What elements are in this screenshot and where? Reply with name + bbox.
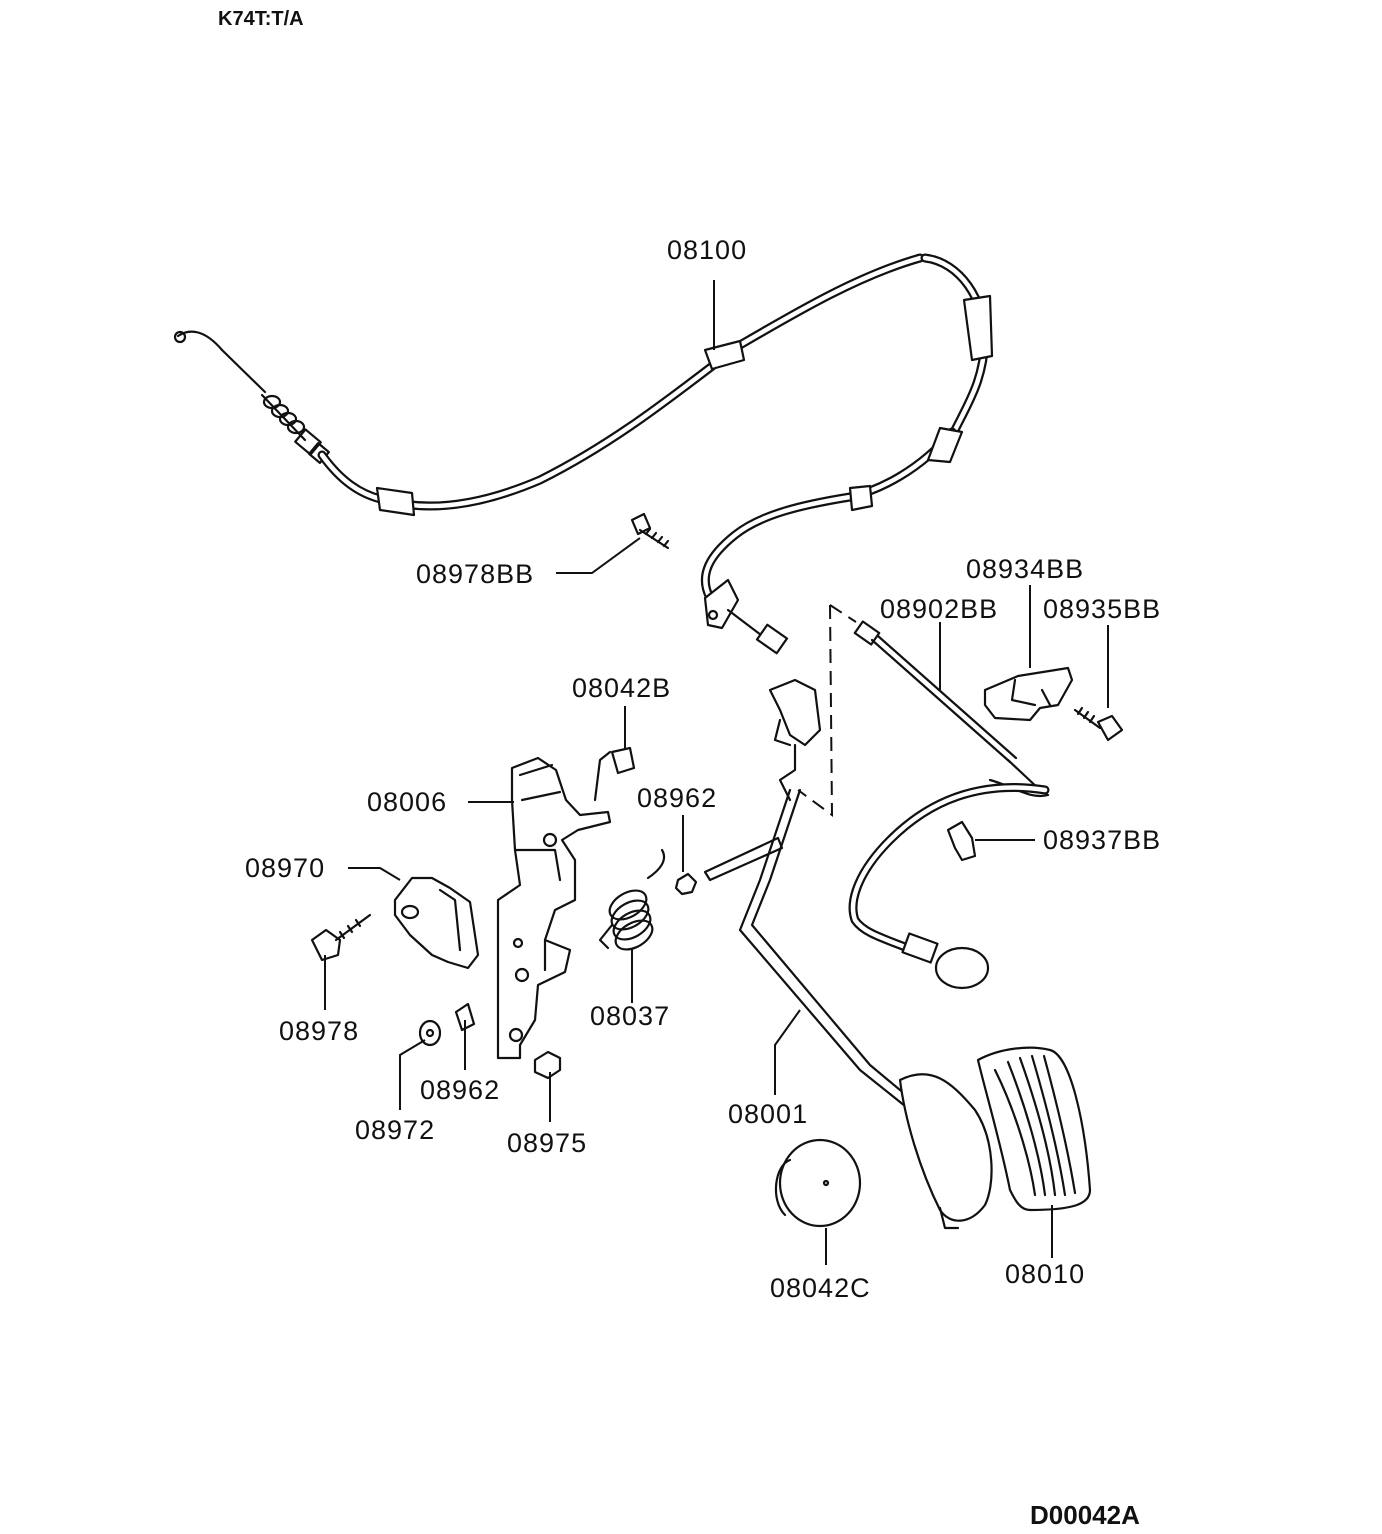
callout-08042B: 08042B (572, 673, 671, 703)
nut-08962-lower[interactable] (454, 1002, 476, 1032)
callout-08972: 08972 (355, 1115, 435, 1145)
callout-08978: 08978 (279, 1016, 359, 1046)
callout-08100: 08100 (667, 235, 747, 265)
pedal-pad[interactable] (976, 1046, 1092, 1212)
callout-08010: 08010 (1005, 1259, 1085, 1289)
pedal-bracket[interactable] (496, 750, 612, 1060)
callout-labels: 08100 08978BB 08934BB 08902BB 08935BB 08… (245, 235, 1161, 1303)
callout-08937BB: 08937BB (1043, 825, 1161, 855)
bracket-08970[interactable] (393, 876, 480, 970)
callout-08962-lower: 08962 (420, 1075, 500, 1105)
callout-08962-upper: 08962 (637, 783, 717, 813)
callout-08037: 08037 (590, 1001, 670, 1031)
callout-08978BB: 08978BB (416, 559, 534, 589)
bolt-08978BB[interactable] (630, 512, 670, 550)
nut-08975[interactable] (533, 1050, 562, 1080)
nut-08962-upper[interactable] (674, 872, 698, 896)
diagram-header-code: K74T:T/A (218, 8, 304, 30)
leader-lines (324, 280, 1109, 1265)
callout-08006: 08006 (367, 787, 447, 817)
stopper-08042C[interactable] (774, 1138, 862, 1228)
stopper-08042B[interactable] (610, 746, 636, 775)
callout-08902BB: 08902BB (880, 594, 998, 624)
bolt-08978[interactable] (310, 913, 372, 962)
bolt-08935BB[interactable] (1073, 706, 1124, 742)
kickdown-cable[interactable] (848, 620, 1050, 990)
callout-08001: 08001 (728, 1099, 808, 1129)
callout-08935BB: 08935BB (1043, 594, 1161, 624)
callout-08970: 08970 (245, 853, 325, 883)
callout-08975: 08975 (507, 1128, 587, 1158)
return-spring[interactable] (598, 848, 666, 955)
callout-08042C: 08042C (770, 1273, 871, 1303)
clip-08937BB[interactable] (946, 820, 977, 862)
washer-08972[interactable] (418, 1019, 442, 1047)
pedal-lever[interactable] (703, 604, 993, 1230)
diagram-id: D00042A (1030, 1500, 1140, 1530)
accelerator-cable[interactable] (173, 253, 994, 655)
callout-08934BB: 08934BB (966, 554, 1084, 584)
bracket-08934BB[interactable] (983, 666, 1074, 722)
